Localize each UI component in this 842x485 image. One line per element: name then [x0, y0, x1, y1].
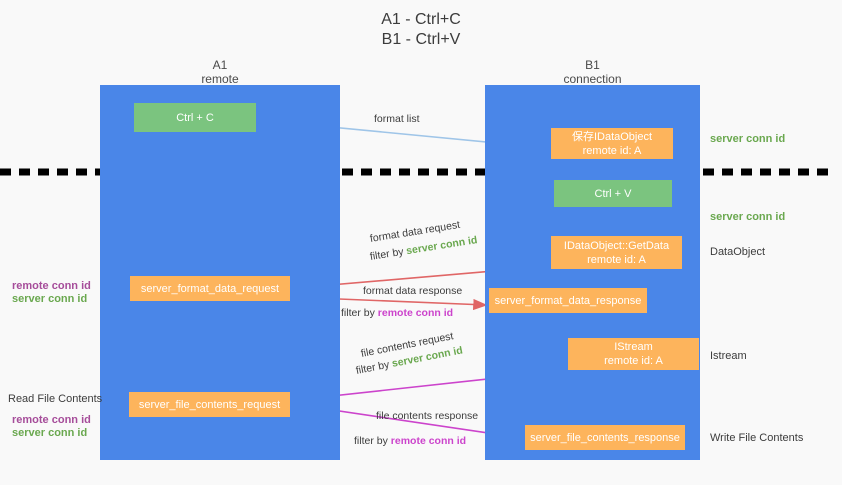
box-ctrl-v-label: Ctrl + V — [594, 187, 632, 200]
box-server-file-contents-request[interactable]: server_file_contents_request — [129, 392, 290, 417]
edge-label-format-data-response-filter: filter by remote conn id — [341, 306, 453, 320]
left-label-server-conn-id-1: server conn id — [12, 293, 88, 305]
filter-value-4: remote conn id — [390, 435, 467, 447]
lane-b1-sub: connection — [563, 72, 622, 86]
title-line-1: A1 - Ctrl+C — [381, 11, 461, 28]
box-server-format-data-request-label: server_format_data_request — [140, 282, 280, 295]
page-title: A1 - Ctrl+C B1 - Ctrl+V — [0, 10, 842, 50]
box-server-file-contents-response[interactable]: server_file_contents_response — [525, 425, 685, 450]
right-label-server-conn-id-1: server conn id — [710, 133, 786, 145]
box-idataobject-getdata[interactable]: IDataObject::GetData remote id: A — [551, 236, 682, 269]
box-server-format-data-response[interactable]: server_format_data_response — [489, 288, 647, 313]
edge-label-file-contents-response-filter: filter by remote conn id — [354, 434, 466, 448]
filter-value-2: remote conn id — [377, 307, 454, 319]
box-save-idataobject-line1: 保存IDataObject — [571, 130, 653, 143]
lane-header-b1: B1 connection — [485, 58, 700, 86]
box-server-format-data-response-label: server_format_data_response — [494, 294, 642, 307]
filter-prefix-4: filter by — [354, 435, 391, 447]
box-ctrl-v[interactable]: Ctrl + V — [554, 180, 672, 207]
left-label-remote-conn-id-1: remote conn id — [12, 280, 91, 292]
left-label-read-file-contents: Read File Contents — [8, 393, 103, 405]
lane-a1-sub: remote — [201, 72, 239, 86]
edge-label-file-contents-response: file contents response — [376, 410, 479, 422]
right-label-istream: Istream — [710, 350, 747, 362]
lane-a1-name: A1 — [212, 58, 228, 72]
edge-label-format-list: format list — [374, 113, 420, 125]
box-server-file-contents-request-label: server_file_contents_request — [138, 398, 281, 411]
box-server-format-data-request[interactable]: server_format_data_request — [130, 276, 290, 301]
edge-label-format-data-response: format data response — [363, 285, 463, 297]
box-getdata-line2: remote id: A — [587, 253, 646, 266]
lane-b1-name: B1 — [585, 58, 600, 72]
right-label-write-file-contents: Write File Contents — [710, 432, 804, 444]
lane-header-a1: A1 remote — [100, 58, 340, 86]
left-label-server-conn-id-2: server conn id — [12, 427, 88, 439]
box-server-file-contents-response-label: server_file_contents_response — [530, 431, 680, 444]
filter-prefix-2: filter by — [341, 307, 378, 319]
box-istream-line1: IStream — [614, 341, 653, 353]
box-istream-line2: remote id: A — [604, 355, 663, 367]
right-label-server-conn-id-2: server conn id — [710, 211, 786, 223]
box-istream[interactable]: IStream remote id: A — [568, 338, 699, 370]
box-save-idataobject[interactable]: 保存IDataObject remote id: A — [551, 128, 673, 159]
box-ctrl-c[interactable]: Ctrl + C — [134, 103, 256, 132]
title-line-2: B1 - Ctrl+V — [381, 31, 461, 48]
box-ctrl-c-label: Ctrl + C — [176, 111, 214, 124]
box-getdata-line1: IDataObject::GetData — [563, 239, 670, 252]
box-save-idataobject-line2: remote id: A — [582, 144, 642, 157]
right-label-dataobject: DataObject — [710, 246, 766, 258]
left-label-remote-conn-id-2: remote conn id — [12, 414, 91, 426]
